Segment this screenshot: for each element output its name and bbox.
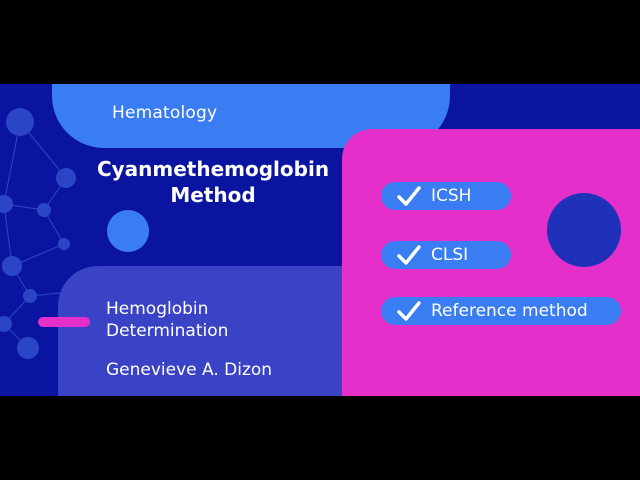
decorative-circle <box>107 210 149 252</box>
check-icon <box>391 241 427 269</box>
slide: Hematology Cyanmethemoglobin Method Hemo… <box>0 84 640 396</box>
decorative-dot <box>547 193 621 267</box>
checklist-item-reference-method: Reference method <box>381 297 621 325</box>
checklist-label: Reference method <box>431 301 588 321</box>
category-label: Hematology <box>112 103 218 123</box>
check-icon <box>391 182 427 210</box>
network-decoration <box>0 108 76 359</box>
checklist-label: CLSI <box>431 245 469 265</box>
checklist-item-icsh: ICSH <box>381 182 511 210</box>
slide-title: Cyanmethemoglobin Method <box>86 156 340 208</box>
slide-subtitle: Hemoglobin Determination <box>106 298 326 342</box>
subtitle-panel <box>58 266 388 396</box>
accent-dash <box>38 317 90 327</box>
check-icon <box>391 297 427 325</box>
title-line-2: Method <box>170 183 256 207</box>
subtitle-line-2: Determination <box>106 321 229 341</box>
subtitle-line-1: Hemoglobin <box>106 299 209 319</box>
author-name: Genevieve A. Dizon <box>106 360 273 380</box>
title-line-1: Cyanmethemoglobin <box>96 157 330 181</box>
checklist-item-clsi: CLSI <box>381 241 511 269</box>
checklist-label: ICSH <box>431 186 472 206</box>
